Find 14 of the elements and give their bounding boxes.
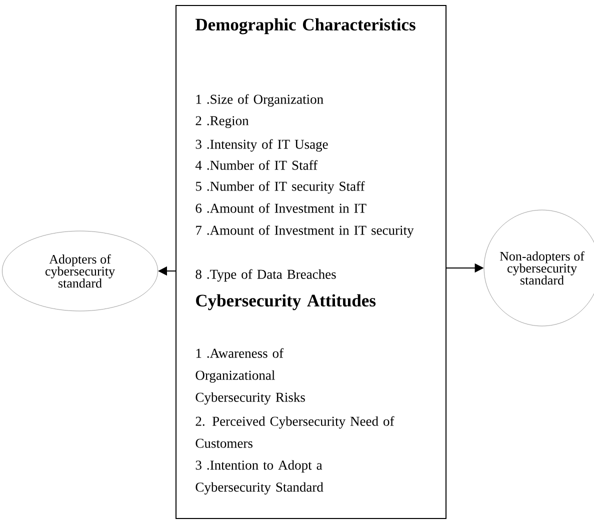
list-item: 5 .Number of IT security Staff	[196, 181, 365, 194]
list-item: 7 .Amount of Investment in IT security	[196, 225, 414, 238]
list-item: 2 .Region	[196, 116, 249, 128]
section-heading: Demographic Characteristics	[196, 18, 416, 34]
section-heading: Cybersecurity Attitudes	[196, 294, 376, 310]
oval-node: Adopters of cybersecurity standard	[2, 230, 158, 312]
list-item: 3 .Intensity of IT Usage	[196, 139, 328, 152]
list-item: 8 .Type of Data Breaches	[196, 269, 336, 282]
list-item: 1 .Awareness of Organizational Cybersecurity Risks	[196, 348, 305, 405]
list-item: 6 .Amount of Investment in IT	[196, 203, 366, 213]
list-item: 3 .Intention to Adopt a Cybersecurity Standard	[196, 460, 324, 494]
list-item: 2. Perceived Cybersecurity Need of Customers	[196, 416, 394, 448]
list-item: 4 .Number of IT Staff	[195, 160, 318, 170]
list-item: 1 .Size of Organization	[196, 94, 324, 107]
